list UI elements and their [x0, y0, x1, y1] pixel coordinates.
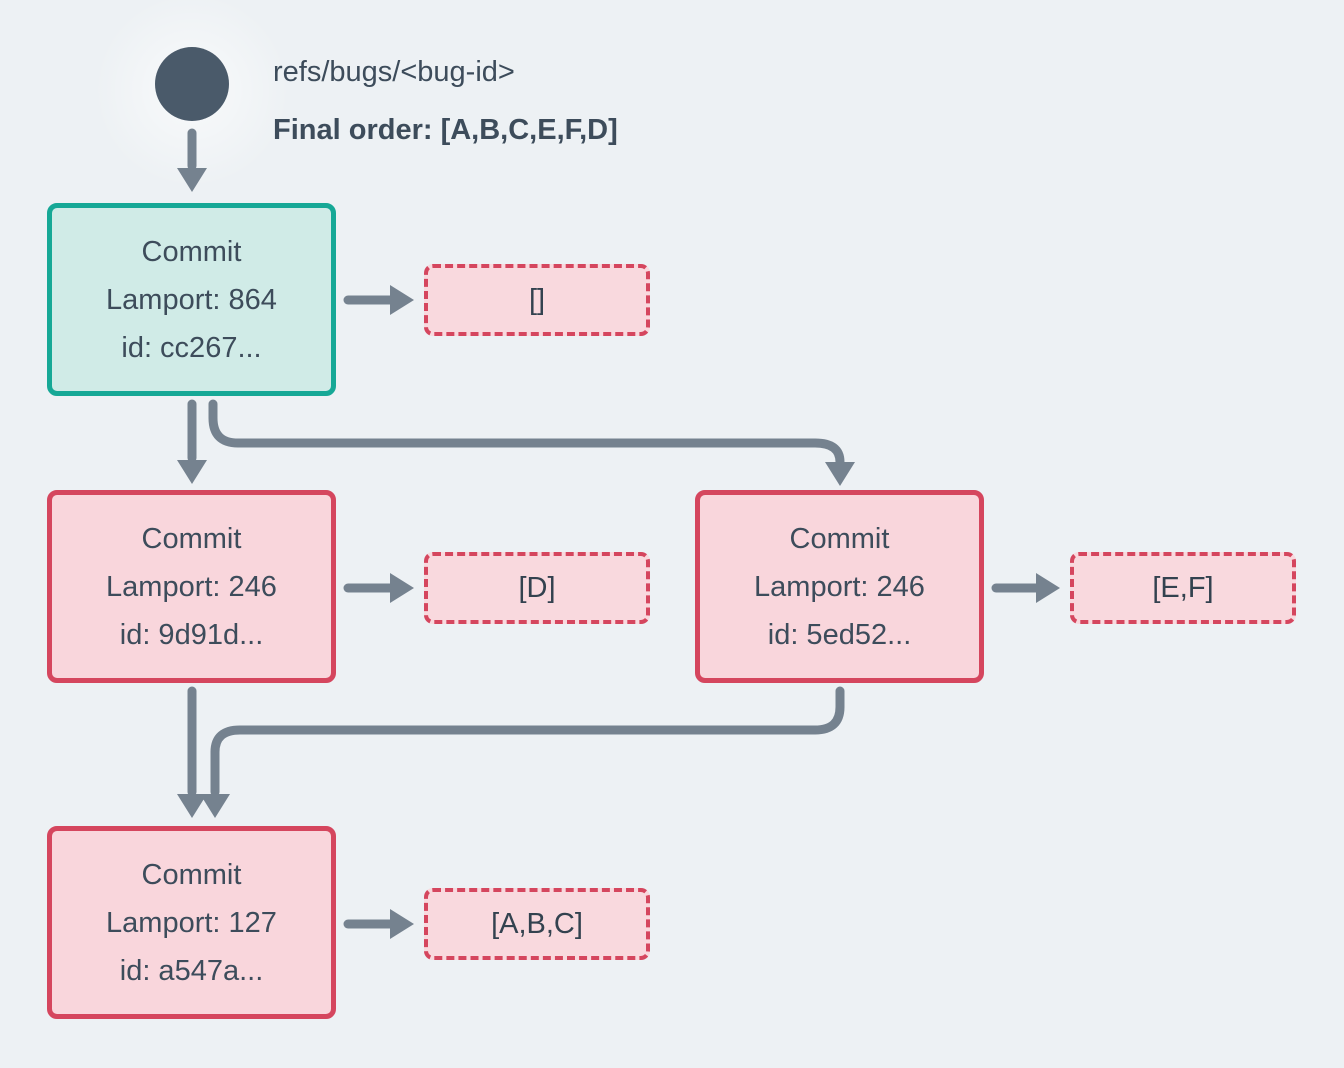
- commit-title: Commit: [141, 522, 242, 555]
- arrow-root-to-ops: [343, 285, 414, 315]
- arrow-right-commit-to-bottom-commit: [200, 686, 845, 818]
- commit-title: Commit: [789, 522, 890, 555]
- arrow-root-to-left-commit: [177, 399, 207, 484]
- commit-id: id: 5ed52...: [767, 618, 912, 651]
- arrow-root-to-right-commit: [208, 399, 855, 486]
- operations-label: [E,F]: [1152, 571, 1214, 604]
- arrow-bottom-commit-to-ops: [343, 909, 414, 939]
- commit-id: id: a547a...: [119, 954, 264, 987]
- arrow-right-commit-to-ops: [991, 573, 1060, 603]
- branch-ref-label: refs/bugs/<bug-id>: [273, 56, 515, 88]
- operations-label: []: [528, 283, 546, 316]
- operations-box-left: [D]: [424, 552, 650, 624]
- commit-id: id: cc267...: [121, 331, 262, 364]
- operations-label: [A,B,C]: [491, 907, 583, 940]
- operations-box-root: []: [424, 264, 650, 336]
- arrow-head-to-root: [177, 128, 207, 192]
- commit-title: Commit: [141, 235, 242, 268]
- commit-lamport: Lamport: 864: [106, 283, 277, 316]
- commit-node-root: Commit Lamport: 864 id: cc267...: [47, 203, 336, 396]
- commit-lamport: Lamport: 127: [106, 906, 277, 939]
- operations-box-right: [E,F]: [1070, 552, 1296, 624]
- branch-head-icon: [155, 47, 229, 121]
- operations-box-bottom: [A,B,C]: [424, 888, 650, 960]
- commit-node-bottom: Commit Lamport: 127 id: a547a...: [47, 826, 336, 1019]
- commit-title: Commit: [141, 858, 242, 891]
- commit-lamport: Lamport: 246: [106, 570, 277, 603]
- commit-id: id: 9d91d...: [119, 618, 264, 651]
- commit-node-left: Commit Lamport: 246 id: 9d91d...: [47, 490, 336, 683]
- operations-label: [D]: [518, 571, 556, 604]
- arrow-left-commit-to-ops: [343, 573, 414, 603]
- final-order-label: Final order: [A,B,C,E,F,D]: [273, 114, 618, 146]
- commit-lamport: Lamport: 246: [754, 570, 925, 603]
- arrow-left-commit-to-bottom-commit: [177, 686, 207, 818]
- commit-node-right: Commit Lamport: 246 id: 5ed52...: [695, 490, 984, 683]
